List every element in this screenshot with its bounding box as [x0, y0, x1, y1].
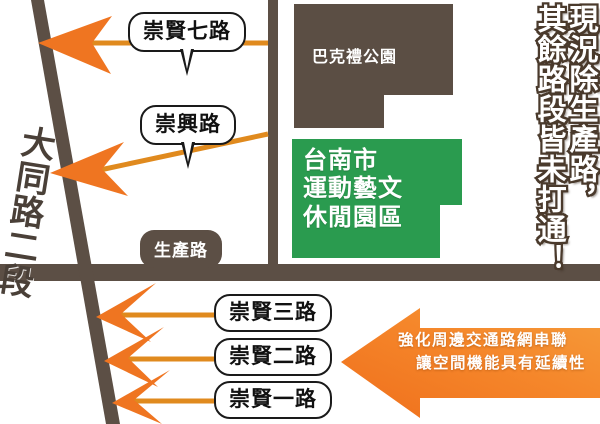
- area-park-shape: [294, 4, 453, 128]
- callout-chongxian2[interactable]: 崇賢二路: [214, 338, 332, 376]
- road-shape-shengchan: [0, 264, 600, 281]
- callout-tail-icon: [175, 267, 187, 279]
- callout-shengchan[interactable]: 生產路: [140, 230, 222, 279]
- arrowhead-chongxian2: [104, 327, 164, 387]
- area-green-zone-shape: [292, 139, 462, 258]
- road-shape-vertical-connector: [268, 0, 278, 266]
- arrowhead-chongxing: [50, 142, 128, 196]
- callout-tail-icon: [181, 142, 195, 169]
- callout-chongxian3[interactable]: 崇賢三路: [214, 294, 332, 332]
- arrowhead-chongxian3: [96, 283, 156, 342]
- callout-chongxian2-label: 崇賢二路: [229, 344, 317, 368]
- banner-arrow-shape: [341, 308, 600, 418]
- arrowhead-chongxian7: [38, 16, 112, 74]
- callout-shengchan-label: 生產路: [154, 241, 208, 261]
- headline-block: 現況除生產路， 其餘路段皆未打通！: [531, 2, 600, 277]
- callout-chongxian3-label: 崇賢三路: [229, 300, 317, 324]
- headline-column-2: 其餘路段皆未打通！: [531, 2, 569, 277]
- callout-chongxing[interactable]: 崇興路: [140, 105, 236, 169]
- road-shape-datong: [31, 0, 120, 424]
- banner-arrow-text: 強化周邊交通路網串聯 讓空間機能具有延續性: [398, 329, 586, 376]
- headline-column-1: 現況除生產路，: [563, 2, 600, 217]
- callout-chongxian1[interactable]: 崇賢一路: [214, 381, 332, 419]
- arrowhead-chongxian1: [112, 370, 170, 424]
- banner-line-2: 讓空間機能具有延續性: [416, 354, 587, 373]
- callout-chongxian1-label: 崇賢一路: [229, 387, 317, 411]
- banner-line-1: 強化周邊交通路網串聯: [398, 331, 569, 349]
- callout-tail-icon: [180, 49, 194, 76]
- callout-chongxian7[interactable]: 崇賢七路: [128, 12, 246, 76]
- callout-chongxing-label: 崇興路: [155, 112, 221, 136]
- callout-chongxian7-label: 崇賢七路: [143, 19, 231, 43]
